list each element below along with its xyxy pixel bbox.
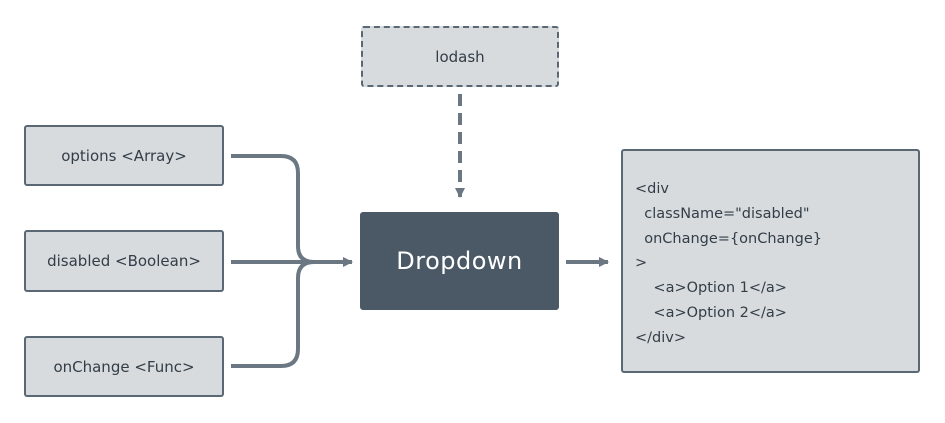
- options-connector: [231, 154, 315, 264]
- onchange-connector: [231, 260, 315, 368]
- lodash-label: lodash: [435, 47, 485, 66]
- output-line: <a>Option 2</a>: [635, 304, 787, 321]
- input-label-disabled: disabled <Boolean>: [47, 252, 201, 270]
- output-line: </div>: [635, 329, 686, 346]
- output-line: <div: [635, 181, 669, 197]
- output-line: <a>Option 1</a>: [635, 280, 787, 297]
- lodash-dependency-box: lodash: [361, 26, 559, 87]
- dropdown-component-box: Dropdown: [360, 212, 559, 310]
- input-box-options: options <Array>: [24, 125, 224, 186]
- input-box-disabled: disabled <Boolean>: [24, 230, 224, 292]
- output-line: onChange={onChange}: [635, 230, 822, 247]
- input-label-options: options <Array>: [61, 146, 187, 165]
- input-box-onchange: onChange <Func>: [24, 336, 224, 397]
- dropdown-label: Dropdown: [396, 247, 523, 275]
- output-line: className="disabled": [635, 205, 810, 222]
- output-line: >: [635, 255, 648, 272]
- output-markup-box: <div className="disabled" onChange={onCh…: [621, 149, 920, 373]
- input-label-onchange: onChange <Func>: [53, 357, 195, 376]
